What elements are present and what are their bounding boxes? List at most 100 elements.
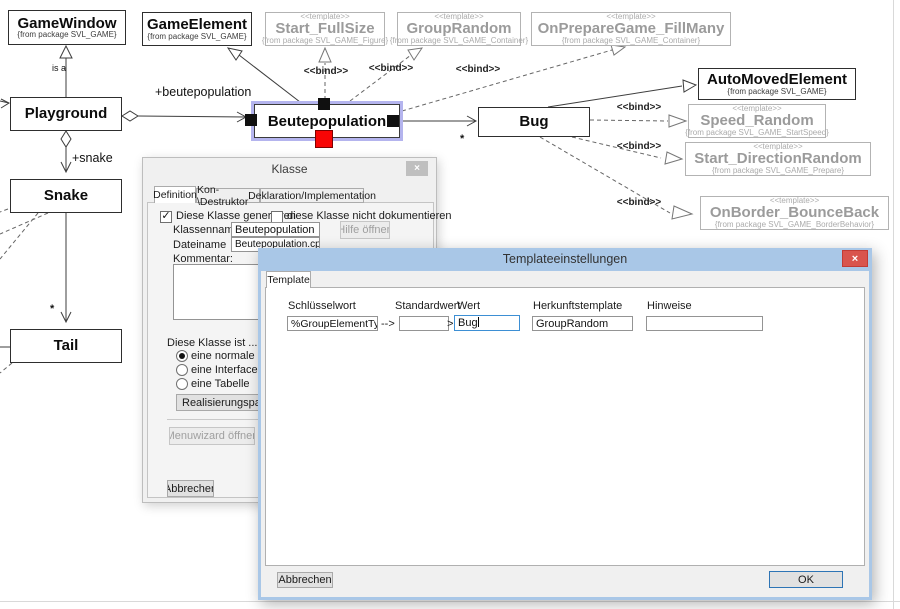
class-snake[interactable]: Snake <box>10 179 122 213</box>
checkbox-klasse-generieren-label: Diese Klasse generieren <box>176 210 296 222</box>
class-speed-random[interactable]: <<template>> Speed_Random {from package … <box>685 104 829 138</box>
herkunftstemplate-input[interactable]: GroupRandom <box>532 316 633 331</box>
edge-label-bind: <<bind>> <box>455 64 501 75</box>
klasse-abbrechen-button[interactable]: Abbrechen <box>167 480 214 497</box>
class-title: OnPrepareGame_FillMany <box>537 20 725 38</box>
selection-handle-right[interactable] <box>387 115 399 127</box>
class-package: {from package SVL_GAME_Container} <box>389 35 529 45</box>
klassenname-label: Klassenname: <box>173 224 243 236</box>
edge-label-beutepopulation-role: +beutepopulation <box>155 85 252 99</box>
class-onpreparegame-fillmany[interactable]: <<template>> OnPrepareGame_FillMany {fro… <box>531 12 731 46</box>
kommentar-label: Kommentar: <box>173 253 233 265</box>
class-package: {from package SVL_GAME} <box>727 86 827 96</box>
edge-label-bind: <<bind>> <box>368 63 414 74</box>
selection-handle-left[interactable] <box>245 114 257 126</box>
schluesselwort-input[interactable]: %GroupElementType% <box>287 316 378 331</box>
template-dialog: Templateeinstellungen × Template Schlüss… <box>258 248 872 600</box>
template-ok-button[interactable]: OK <box>769 571 843 588</box>
class-title: GameElement <box>146 16 248 34</box>
class-onborder-bounceback[interactable]: <<template>> OnBorder_BounceBack {from p… <box>700 196 889 230</box>
class-start-directionrandom[interactable]: <<template>> Start_DirectionRandom {from… <box>685 142 871 176</box>
class-title: Start_DirectionRandom <box>694 150 862 168</box>
realisierungsparameter-button[interactable]: Realisierungsparameter <box>176 394 268 411</box>
diese-klasse-ist-label: Diese Klasse ist ... <box>167 337 258 349</box>
col-hinweise: Hinweise <box>647 300 692 312</box>
class-stereotype: <<template>> <box>606 12 656 22</box>
class-stereotype: <<template>> <box>732 104 782 114</box>
class-package: {from package SVL_GAME_Prepare} <box>711 165 845 175</box>
radio-dot <box>179 353 185 359</box>
class-stereotype: <<template>> <box>434 12 484 22</box>
edge-label-is-a: is a <box>52 63 67 73</box>
dateiname-label: Dateiname <box>173 239 227 251</box>
close-icon[interactable]: × <box>842 250 868 267</box>
template-tab-panel <box>265 287 865 566</box>
class-package: {from package SVL_GAME_Figure} <box>261 35 389 45</box>
class-title: Bug <box>519 113 549 131</box>
template-dialog-body: Template Schlüsselwort Standardwert Wert… <box>261 271 869 597</box>
edge-label-bind: <<bind>> <box>616 141 662 152</box>
class-title: Playground <box>24 105 108 123</box>
tab-kon-destruktor[interactable]: Kon-\Destruktor <box>196 184 260 208</box>
selection-handle-top[interactable] <box>318 98 330 110</box>
class-start-fullsize[interactable]: <<template>> Start_FullSize {from packag… <box>261 12 389 46</box>
hilfe-oeffnen-button[interactable]: Hilfe öffnen <box>340 221 390 239</box>
standardwert-input[interactable] <box>399 316 449 331</box>
class-package: {from package SVL_GAME_Container} <box>561 35 701 45</box>
class-package: {from package SVL_GAME_BorderBehavior} <box>714 219 875 229</box>
class-game-element[interactable]: GameElement {from package SVL_GAME} <box>142 12 252 46</box>
wert-value: Bug <box>458 317 478 329</box>
tab-template[interactable]: Template <box>266 271 311 288</box>
class-title: Tail <box>53 337 79 355</box>
radio-interfaceklasse[interactable] <box>176 364 188 376</box>
close-icon[interactable]: × <box>406 161 428 176</box>
wert-input[interactable]: Bug <box>454 315 520 331</box>
col-herkunftstemplate: Herkunftstemplate <box>533 300 623 312</box>
class-title: Speed_Random <box>700 112 814 130</box>
radio-tabelle-label: eine Tabelle <box>191 378 250 390</box>
selection-handle-red[interactable] <box>315 130 333 148</box>
app-bottom-border <box>0 601 900 602</box>
col-standardwert: Standardwert <box>395 300 461 312</box>
radio-normale-klasse[interactable] <box>176 350 188 362</box>
tab-definition[interactable]: Definition <box>153 186 197 203</box>
edge-label-bind: <<bind>> <box>303 66 349 77</box>
klassenname-input[interactable]: Beutepopulation <box>231 222 320 237</box>
class-game-window[interactable]: GameWindow {from package SVL_GAME} <box>8 10 126 45</box>
radio-tabelle[interactable] <box>176 378 188 390</box>
menuwizard-button[interactable]: Menuwizard öffnen <box>169 427 255 445</box>
checkbox-nicht-dokumentieren-label: diese Klasse nicht dokumentieren <box>287 210 452 222</box>
app-right-border <box>893 0 894 609</box>
template-abbrechen-button[interactable]: Abbrechen <box>277 572 333 588</box>
class-stereotype: <<template>> <box>753 142 803 152</box>
edge-label-multiplicity: * <box>460 133 465 145</box>
edge-label-snake-role: +snake <box>72 151 113 165</box>
edge-label-bind: <<bind>> <box>616 197 662 208</box>
tab-deklaration-implementation[interactable]: Deklaration/Implementation <box>248 188 376 203</box>
class-auto-moved-element[interactable]: AutoMovedElement {from package SVL_GAME} <box>698 68 856 100</box>
class-stereotype: <<template>> <box>769 196 820 206</box>
class-package: {from package SVL_GAME_StartSpeed} <box>685 127 829 137</box>
class-group-random[interactable]: <<template>> GroupRandom {from package S… <box>390 12 528 46</box>
class-package: {from package SVL_GAME} <box>17 30 117 40</box>
arrow-symbol: --> <box>381 318 395 330</box>
class-title: AutoMovedElement <box>706 71 847 89</box>
gt-symbol: > <box>447 318 454 330</box>
template-dialog-titlebar[interactable]: Templateeinstellungen <box>502 252 628 266</box>
class-title: Start_FullSize <box>275 20 375 38</box>
class-title: GameWindow <box>17 14 117 32</box>
class-title: GroupRandom <box>406 20 512 38</box>
klasse-dialog-titlebar[interactable]: Klasse <box>271 162 308 176</box>
class-title: OnBorder_BounceBack <box>709 204 880 222</box>
edge-label-bind: <<bind>> <box>616 102 662 113</box>
col-schluesselwort: Schlüsselwort <box>288 300 356 312</box>
class-bug[interactable]: Bug <box>478 107 590 137</box>
class-playground[interactable]: Playground <box>10 97 122 131</box>
checkbox-klasse-generieren[interactable]: ✓ <box>160 210 172 223</box>
hinweise-input[interactable] <box>646 316 763 331</box>
class-tail[interactable]: Tail <box>10 329 122 363</box>
class-title: Snake <box>43 187 89 205</box>
edge-label-multiplicity: * <box>50 303 55 315</box>
text-caret <box>477 317 479 327</box>
